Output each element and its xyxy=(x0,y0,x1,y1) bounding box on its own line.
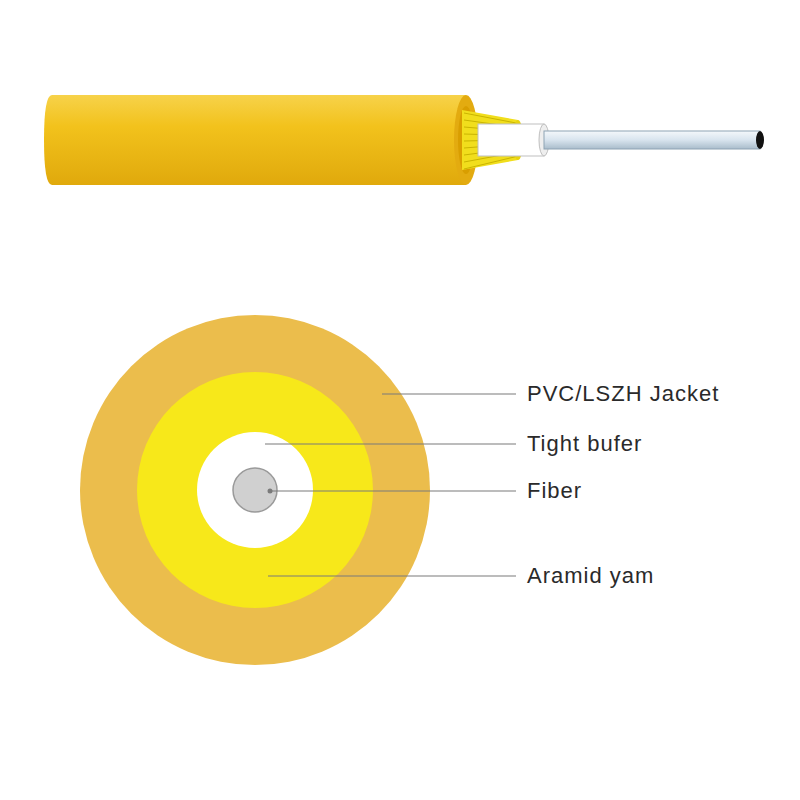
part-label: Tight bufer xyxy=(527,433,642,455)
part-label: PVC/LSZH Jacket xyxy=(527,383,719,405)
leader-dot xyxy=(268,489,273,494)
fiber-section xyxy=(233,468,277,512)
part-label: Aramid yam xyxy=(527,565,654,587)
fiber-end xyxy=(756,131,764,149)
jacket-section xyxy=(80,315,430,665)
jacket-body xyxy=(44,95,466,185)
fiber-side xyxy=(544,131,760,149)
buffer-section xyxy=(197,432,313,548)
tight-buffer-side xyxy=(478,124,544,156)
aramid-section xyxy=(137,372,373,608)
leader-lines xyxy=(265,394,516,576)
part-label: Fiber xyxy=(527,480,582,502)
